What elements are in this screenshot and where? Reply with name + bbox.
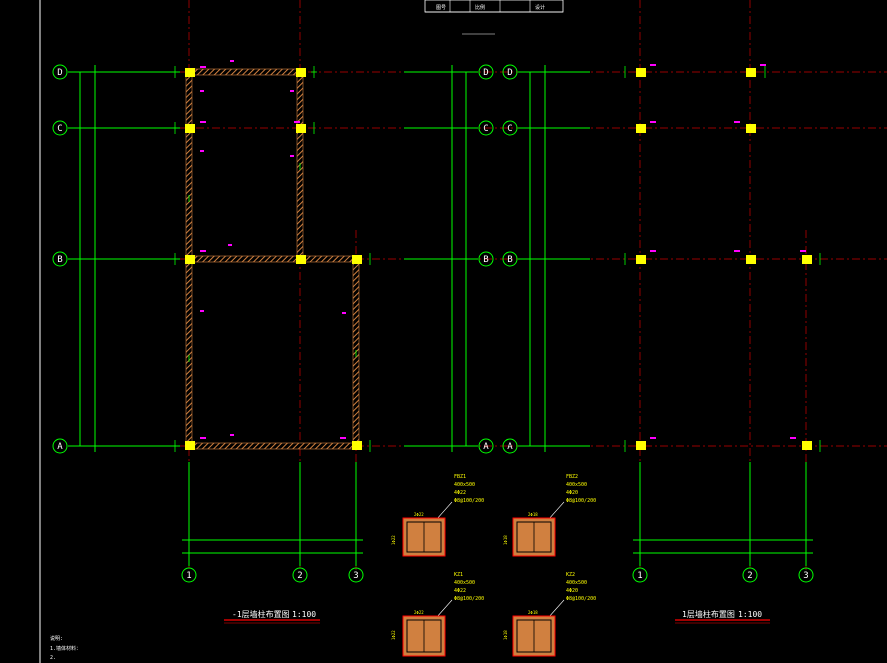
magenta-tags [200,60,806,439]
notes-line-2: 2. [50,655,56,661]
axis-label-1-left: 1 [186,571,191,581]
section-rebar1: 4Φ22 [454,588,466,594]
section-size: 400x500 [454,580,475,586]
axis-label-D-mid1: D [483,68,488,78]
right-plan-columns [636,68,812,450]
axis-label-C-mid1: C [483,124,488,134]
axis-label-C-left: C [57,124,62,134]
left-plan-title-block: -1层墙柱布置图 1:100 [224,609,320,624]
axis-label-A-left: A [57,442,63,452]
section-size: 400x500 [566,482,587,488]
section-side-label: 1Φ18 [503,630,508,640]
section-rebar1: 4Φ20 [566,490,578,496]
left-plan-scale: 1:100 [292,610,316,619]
axis-label-D-left: D [57,68,62,78]
section-name: FBZ2 [566,474,578,480]
axis-label-2-right: 2 [747,571,752,581]
right-plan-scale: 1:100 [738,610,762,619]
section-kz1: KZ1 400x500 4Φ22 Φ8@100/200 2Φ22 1Φ22 [391,572,484,657]
section-kz2: KZ2 400x500 4Φ20 Φ8@100/200 2Φ18 1Φ18 [503,572,596,657]
section-fbz1: FBZ1 400x500 4Φ22 Φ8@100/200 2Φ22 1Φ22 [391,474,484,557]
axis-bubbles-rows [52,64,518,454]
notes-heading: 说明: [50,635,63,642]
axis-labels-cols: 1 2 3 1 2 3 [186,571,808,581]
axis-label-B-left: B [57,255,62,265]
title-cell-1: 图号 [436,5,446,11]
section-side-label: 1Φ22 [391,535,396,545]
axis-bubbles-cols [181,567,814,583]
section-top-label: 2Φ18 [528,610,538,615]
axis-label-D-mid2: D [507,68,512,78]
section-rebar1: 4Φ20 [566,588,578,594]
axis-labels-rows: D C B A D C B A D C B A [57,68,513,452]
grid-lines-vertical [188,0,807,570]
axis-lines [68,65,813,566]
axis-label-3-right: 3 [803,571,808,581]
notes-block: 说明: 1.墙体材料： 2. [50,635,81,661]
column-ticks [172,66,821,452]
axis-label-2-left: 2 [297,571,302,581]
title-cell-3: 设计 [535,4,545,11]
section-name: FBZ1 [454,474,466,480]
title-block: 图号 比例 设计 [424,0,564,35]
section-rebar1: 4Φ22 [454,490,466,496]
section-name: KZ1 [454,572,463,578]
section-size: 400x500 [454,482,475,488]
axis-label-C-mid2: C [507,124,512,134]
section-side-label: 1Φ22 [391,630,396,640]
section-rebar2: Φ8@100/200 [566,498,596,504]
title-cell-2: 比例 [475,4,485,11]
axis-label-B-mid1: B [483,255,488,265]
axis-label-1-right: 1 [637,571,642,581]
left-plan-title: -1层墙柱布置图 [232,609,290,619]
section-side-label: 1Φ18 [503,535,508,545]
section-top-label: 2Φ18 [528,512,538,517]
right-plan-title-block: 1层墙柱布置图 1:100 [675,609,770,624]
section-top-label: 2Φ22 [414,512,424,517]
axis-label-A-mid2: A [507,442,513,452]
axis-label-3-left: 3 [353,571,358,581]
section-rebar2: Φ8@100/200 [454,596,484,602]
notes-line-1: 1.墙体材料： [50,645,81,652]
left-plan-columns [185,68,362,450]
left-plan-walls [185,68,360,450]
section-rebar2: Φ8@100/200 [454,498,484,504]
section-rebar2: Φ8@100/200 [566,596,596,602]
right-plan-title: 1层墙柱布置图 [682,609,735,619]
axis-label-A-mid1: A [483,442,489,452]
section-fbz2: FBZ2 400x500 4Φ20 Φ8@100/200 2Φ18 1Φ18 [503,474,596,557]
section-top-label: 2Φ22 [414,610,424,615]
axis-label-B-mid2: B [507,255,512,265]
section-name: KZ2 [566,572,575,578]
section-size: 400x500 [566,580,587,586]
